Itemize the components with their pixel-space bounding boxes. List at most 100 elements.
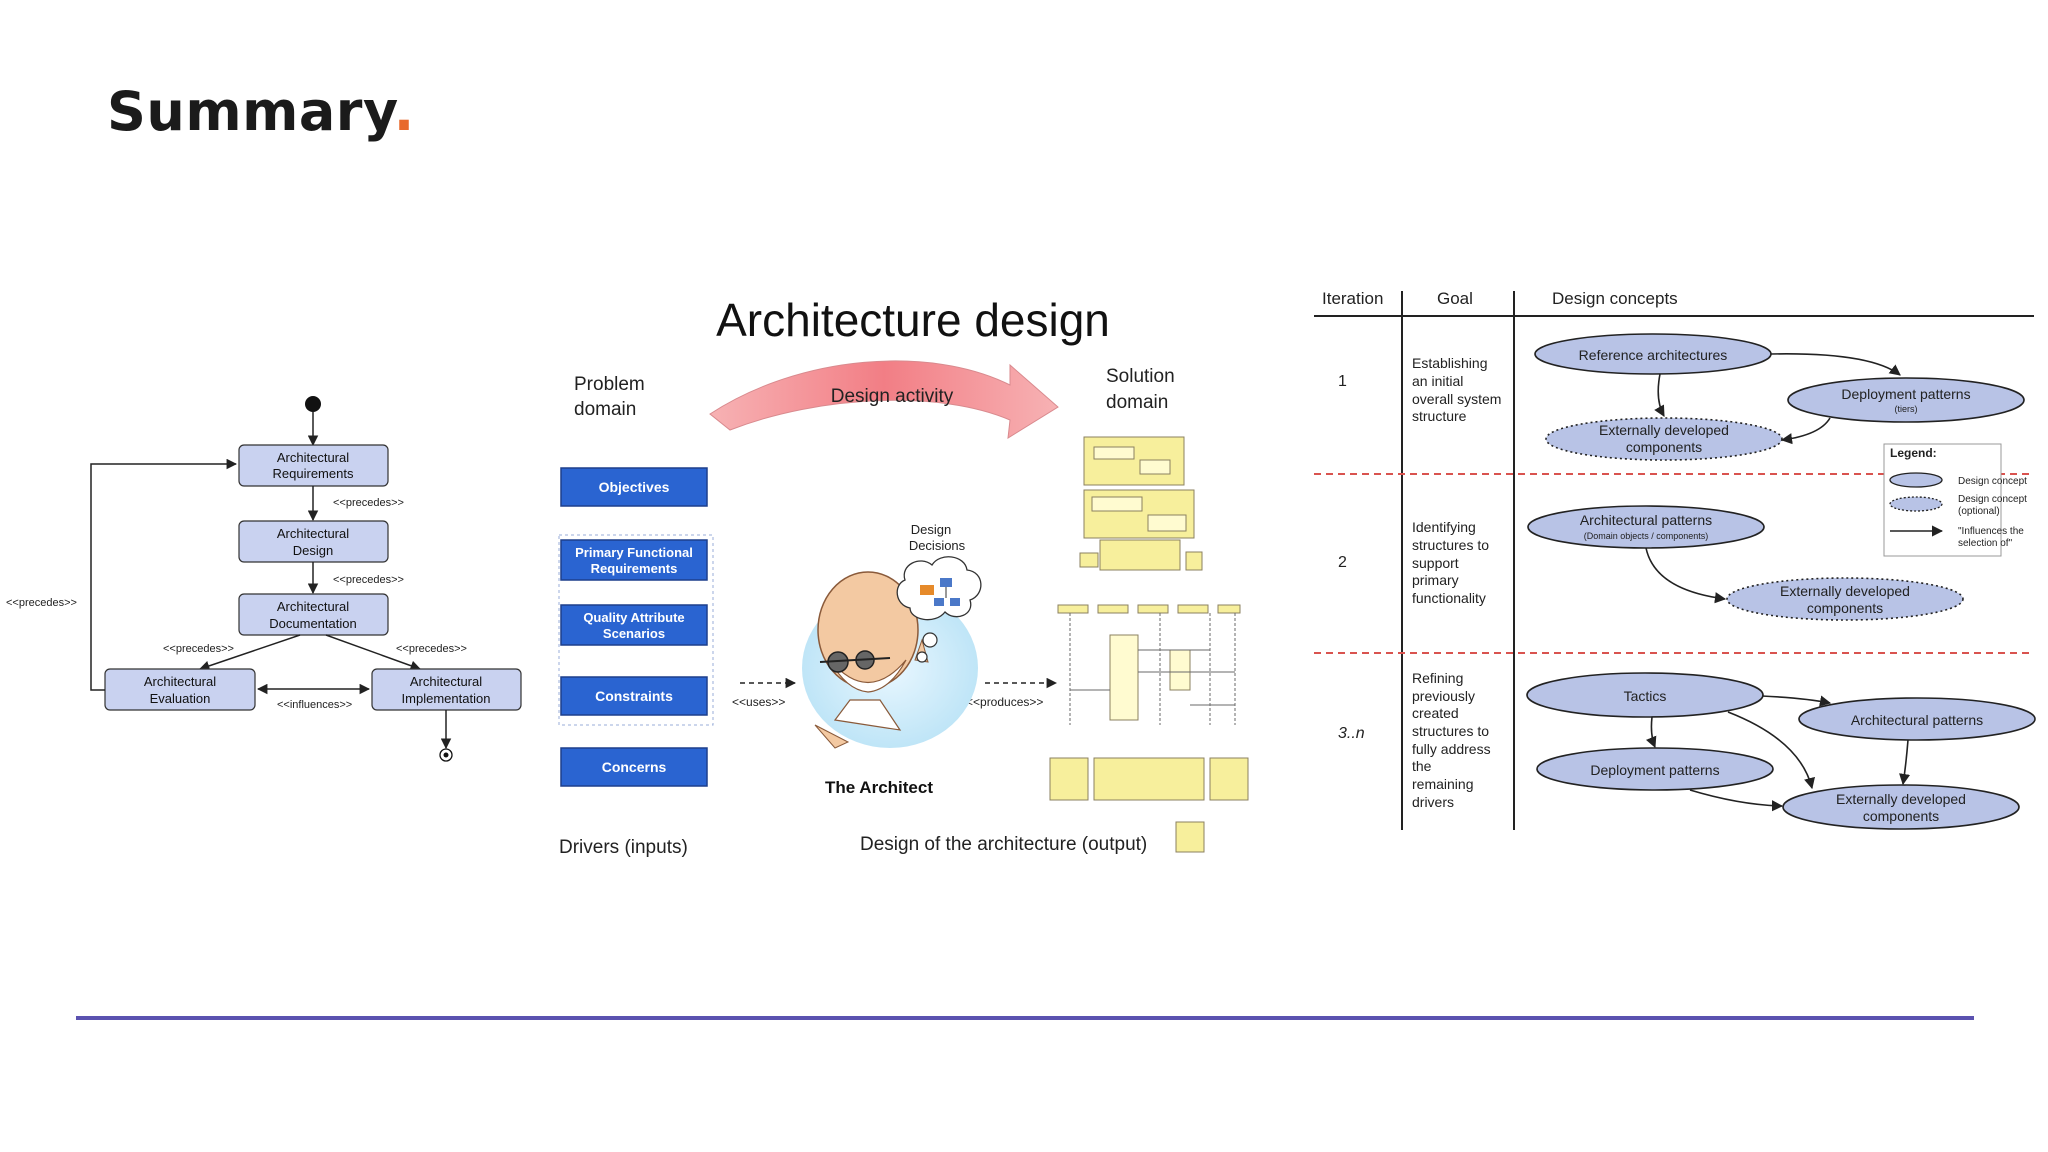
svg-text:selection of": selection of" [1958, 538, 2013, 549]
architect-illustration [802, 571, 978, 749]
svg-text:primary: primary [1412, 572, 1459, 588]
design-activity-arrow [709, 360, 1059, 439]
svg-text:Primary Functional: Primary Functional [575, 545, 693, 560]
box-requirements: Architectural Requirements [238, 444, 389, 487]
output-caption: Design of the architecture (output) [860, 834, 1147, 855]
iterations-table: Iteration Goal Design concepts 1 Establi… [1314, 289, 2036, 830]
box-documentation: Architectural Documentation [238, 593, 389, 636]
driver-objectives: Objectives [560, 467, 708, 507]
box-design: Architectural Design [238, 520, 389, 563]
svg-text:1: 1 [1338, 373, 1347, 390]
svg-text:structures to: structures to [1412, 537, 1489, 553]
svg-text:Architectural: Architectural [410, 674, 482, 689]
svg-text:Architectural: Architectural [277, 599, 349, 614]
box-evaluation: Architectural Evaluation [104, 668, 256, 711]
svg-text:fully address: fully address [1412, 741, 1491, 757]
svg-text:components: components [1807, 600, 1883, 616]
svg-text:support: support [1412, 555, 1459, 571]
svg-text:Deployment patterns: Deployment patterns [1590, 762, 1719, 778]
svg-text:Implementation: Implementation [402, 691, 491, 706]
svg-text:Documentation: Documentation [269, 616, 356, 631]
driver-constraints: Constraints [560, 676, 708, 716]
svg-text:Externally developed: Externally developed [1780, 583, 1910, 599]
svg-text:3..n: 3..n [1338, 725, 1365, 742]
svg-text:Problem: Problem [574, 374, 645, 395]
architecture-design-diagram: Architecture design Problem domain Solut… [558, 294, 1249, 858]
svg-text:Design: Design [293, 543, 333, 558]
svg-text:Requirements: Requirements [591, 561, 678, 576]
architecture-design-title: Architecture design [716, 294, 1110, 346]
svg-text:Design concept: Design concept [1958, 476, 2027, 487]
svg-text:Solution: Solution [1106, 366, 1175, 387]
svg-text:structure: structure [1412, 408, 1467, 424]
box-implementation: Architectural Implementation [371, 668, 522, 711]
svg-text:Design: Design [911, 522, 951, 537]
svg-text:<<precedes>>: <<precedes>> [333, 574, 404, 586]
svg-text:Establishing: Establishing [1412, 355, 1488, 371]
driver-functional-requirements: Primary Functional Requirements [560, 539, 708, 581]
svg-text:Tactics: Tactics [1624, 688, 1667, 704]
svg-text:<<uses>>: <<uses>> [732, 695, 785, 709]
svg-text:<<produces>>: <<produces>> [966, 695, 1043, 709]
svg-text:<<precedes>>: <<precedes>> [6, 597, 77, 609]
svg-text:created: created [1412, 705, 1459, 721]
svg-text:<<influences>>: <<influences>> [277, 699, 352, 711]
svg-text:the: the [1412, 758, 1432, 774]
svg-text:components: components [1863, 808, 1939, 824]
driver-concerns: Concerns [560, 747, 708, 787]
svg-text:drivers: drivers [1412, 794, 1454, 810]
output-artifacts [1049, 436, 1249, 853]
title-accent-dot: . [393, 80, 415, 143]
svg-text:(Domain objects / components): (Domain objects / components) [1584, 531, 1709, 541]
svg-text:Design concept: Design concept [1958, 494, 2027, 505]
svg-text:<<precedes>>: <<precedes>> [333, 497, 404, 509]
svg-text:remaining: remaining [1412, 776, 1473, 792]
svg-text:overall system: overall system [1412, 391, 1501, 407]
svg-text:components: components [1626, 439, 1702, 455]
svg-text:Architectural: Architectural [144, 674, 216, 689]
svg-text:Architectural: Architectural [277, 526, 349, 541]
svg-text:Goal: Goal [1437, 289, 1473, 308]
svg-text:functionality: functionality [1412, 590, 1486, 606]
svg-text:an initial: an initial [1412, 373, 1463, 389]
lifecycle-diagram: Architectural Requirements <<precedes>> … [6, 396, 522, 762]
svg-text:Objectives: Objectives [599, 479, 670, 495]
svg-text:structures to: structures to [1412, 723, 1489, 739]
svg-text:Iteration: Iteration [1322, 289, 1383, 308]
architect-label: The Architect [825, 778, 933, 797]
svg-text:Architectural patterns: Architectural patterns [1580, 512, 1712, 528]
svg-text:Concerns: Concerns [602, 759, 667, 775]
svg-text:Architectural: Architectural [277, 450, 349, 465]
svg-text:domain: domain [574, 399, 636, 420]
svg-text:domain: domain [1106, 392, 1168, 413]
svg-text:Deployment patterns: Deployment patterns [1841, 386, 1970, 402]
svg-text:Reference architectures: Reference architectures [1579, 347, 1728, 363]
svg-text:Refining: Refining [1412, 670, 1463, 686]
svg-text:2: 2 [1338, 554, 1347, 571]
svg-text:Evaluation: Evaluation [150, 691, 211, 706]
svg-text:Quality Attribute: Quality Attribute [583, 610, 684, 625]
bottom-rule [76, 1016, 1974, 1020]
svg-text:Constraints: Constraints [595, 688, 673, 704]
svg-text:Decisions: Decisions [909, 538, 966, 553]
slide-title: Summary. [107, 80, 415, 143]
drivers-caption: Drivers (inputs) [559, 837, 688, 858]
driver-quality-attributes: Quality Attribute Scenarios [560, 604, 708, 646]
svg-text:"Influences the: "Influences the [1958, 526, 2024, 537]
svg-text:Externally developed: Externally developed [1836, 791, 1966, 807]
svg-text:Design activity: Design activity [831, 386, 954, 407]
svg-text:Identifying: Identifying [1412, 519, 1476, 535]
legend: Legend: Design concept Design concept (o… [1883, 443, 2027, 557]
svg-text:Scenarios: Scenarios [603, 626, 665, 641]
svg-text:Externally developed: Externally developed [1599, 422, 1729, 438]
start-node [305, 396, 321, 412]
svg-text:<<precedes>>: <<precedes>> [163, 643, 234, 655]
svg-text:previously: previously [1412, 688, 1475, 704]
svg-text:(optional): (optional) [1958, 506, 2000, 517]
sequence-lines [1069, 613, 1236, 725]
svg-text:Requirements: Requirements [273, 466, 354, 481]
svg-text:Legend:: Legend: [1890, 446, 1937, 460]
thought-bubble [896, 556, 982, 663]
svg-text:(tiers): (tiers) [1895, 404, 1918, 414]
